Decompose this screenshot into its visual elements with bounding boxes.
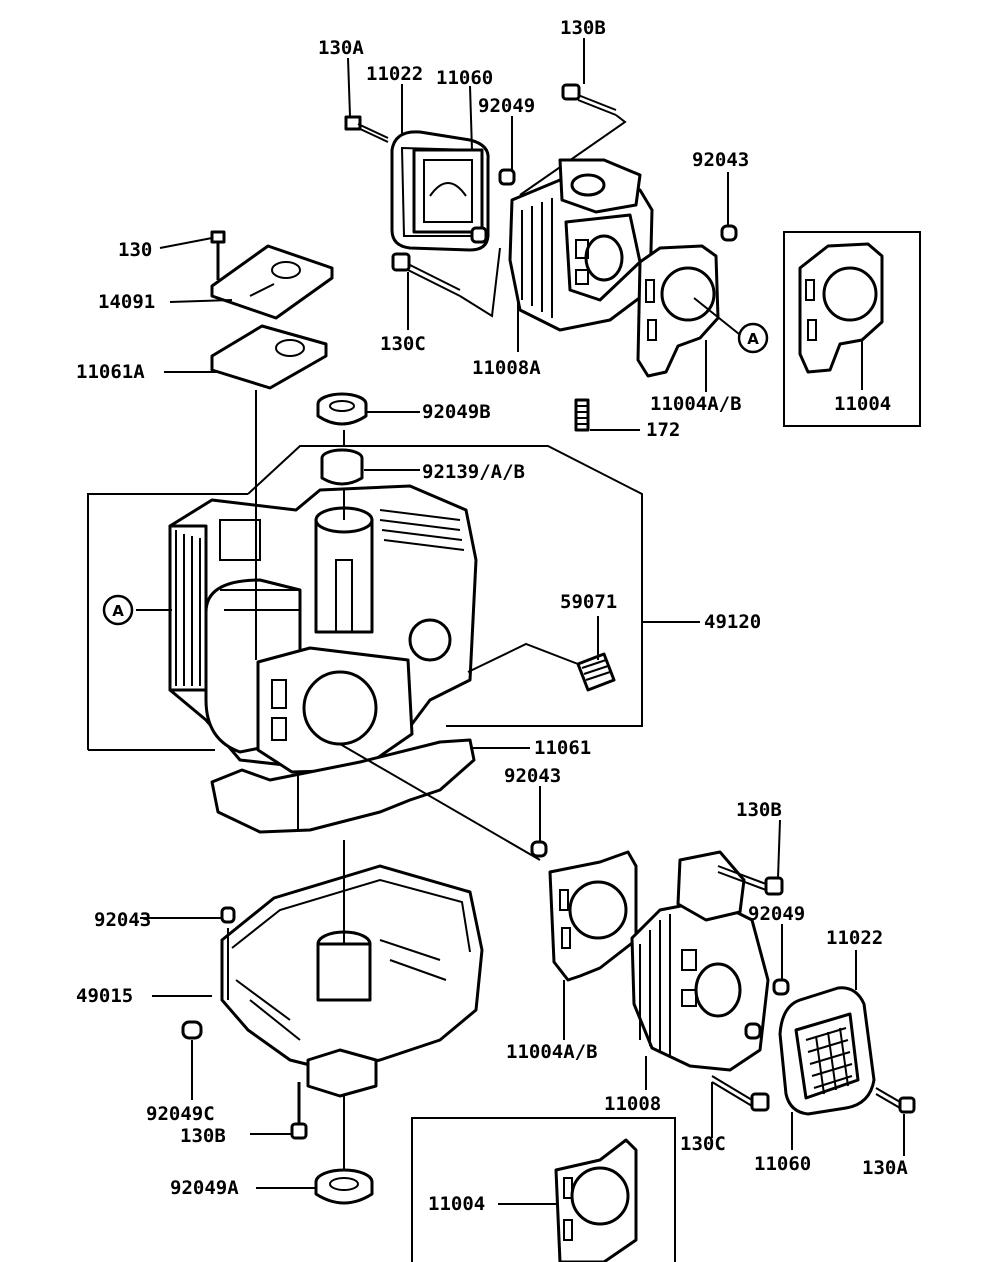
bushing-92139 [320,448,364,486]
label-130a-bottom: 130A [862,1157,908,1179]
label-92049c: 92049C [146,1103,215,1125]
label-49015: 49015 [76,985,133,1007]
gasket-11004ab-top [636,244,720,378]
screen-11060-top [412,148,484,234]
bolt-130b-right [717,865,784,896]
inset-gasket-11004-top [798,242,884,374]
oil-seal-92049b [316,392,368,426]
oil-seal-92049a [314,1168,374,1205]
part-labels: 130A 11022 11060 130B 92049 92043 130 14… [76,17,908,1215]
callout-a-left-label: A [112,602,124,620]
label-11060-bottom: 11060 [754,1153,811,1175]
inset-gasket-11004-bottom [554,1138,638,1262]
bolt-130b-bottom [290,1082,308,1140]
callout-a-right: A [693,297,769,354]
bolt-130c-top [391,247,501,318]
dowel-92049-top [470,168,516,244]
screen-11060-bottom [794,1012,860,1100]
gasket-11004ab-bottom [548,850,638,982]
crankcase-49120 [168,484,478,774]
cylinder-head-11008a [508,158,654,332]
label-11004ab-bottom: 11004A/B [506,1041,598,1063]
bolt-130b-top [519,83,627,196]
label-49120: 49120 [704,611,761,633]
label-130c-top: 130C [380,333,426,355]
screw-130 [210,230,226,280]
label-14091: 14091 [98,291,155,313]
filter-59071 [467,642,616,692]
label-92049-top: 92049 [478,95,535,117]
label-130c-bottom: 130C [680,1133,726,1155]
bolt-130a-top [344,115,389,143]
label-11004-inset-bottom: 11004 [428,1193,485,1215]
label-11061: 11061 [534,737,591,759]
label-11004-inset-top: 11004 [834,393,891,415]
label-92049b: 92049B [422,401,491,423]
pin-92043-left [220,906,236,924]
label-92139: 92139/A/B [422,461,525,483]
label-130: 130 [118,239,152,261]
pin-92043-mid [530,840,548,858]
callout-a-left: A [102,594,134,626]
breather-plate-14091 [210,244,334,320]
label-130b-bottom: 130B [180,1125,226,1147]
label-11061a: 11061A [76,361,145,383]
label-92049-right: 92049 [748,903,805,925]
inset-frame-bottom [411,1117,676,1262]
cylinder-head-11008 [630,850,770,1072]
label-130a-top: 130A [318,37,364,59]
label-11060-top: 11060 [436,67,493,89]
label-92043-top: 92043 [692,149,749,171]
leader-lines [136,38,905,1205]
label-59071: 59071 [560,591,617,613]
label-11008: 11008 [604,1093,661,1115]
stud-172 [574,398,590,432]
label-172: 172 [646,419,680,441]
label-11022-top: 11022 [366,63,423,85]
bolt-130c-bottom [711,1075,770,1112]
base-gasket-11061 [210,738,476,834]
callout-a-right-label: A [747,330,759,348]
dowel-92049-right [772,978,790,996]
inset-frame-top-right [783,231,921,427]
label-92049a: 92049A [170,1177,239,1199]
label-11008a: 11008A [472,357,541,379]
gasket-11061a [210,324,328,390]
dowel-92049-right-2 [744,1022,762,1040]
cylinder-assembly-frame [87,445,643,750]
label-11004ab-top: 11004A/B [650,393,742,415]
oil-pan-49015 [220,864,484,1098]
label-11022-right: 11022 [826,927,883,949]
label-130b-top: 130B [560,17,606,39]
label-92043-left: 92043 [94,909,151,931]
label-92043-mid: 92043 [504,765,561,787]
pin-92043-top [720,224,738,242]
bolt-130a-bottom [875,1087,916,1114]
label-130b-right: 130B [736,799,782,821]
plug-92049c [181,1020,203,1040]
